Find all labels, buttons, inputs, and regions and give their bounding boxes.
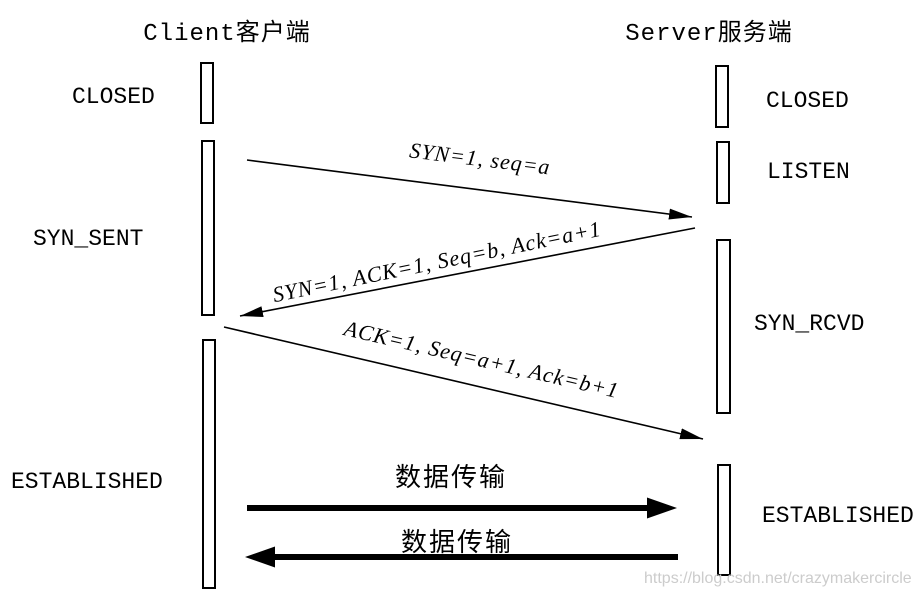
client-state-syn-sent: SYN_SENT xyxy=(33,226,144,252)
client-column-title: Client客户端 xyxy=(143,21,311,48)
data-transfer-right-label: 数据传输 xyxy=(395,462,508,492)
data-transfer-left-arrow xyxy=(245,546,678,568)
client-lifeline-synsent-bar xyxy=(201,140,215,316)
data-transfer-right-arrow xyxy=(247,497,677,519)
client-lifeline-established-bar xyxy=(202,339,216,589)
client-state-established: ESTABLISHED xyxy=(11,469,163,495)
synack-arrow xyxy=(239,227,696,318)
server-lifeline-closed-bar xyxy=(715,65,729,128)
server-lifeline-listen-bar xyxy=(716,141,730,204)
server-state-listen: LISTEN xyxy=(767,159,850,185)
server-lifeline-synrcvd-bar xyxy=(716,239,731,414)
server-state-closed: CLOSED xyxy=(766,88,849,114)
watermark: https://blog.csdn.net/crazymakercircle xyxy=(644,570,912,587)
server-column-title: Server服务端 xyxy=(625,21,793,48)
ack-arrow xyxy=(223,326,704,440)
server-state-established: ESTABLISHED xyxy=(762,503,914,529)
server-state-syn-rcvd: SYN_RCVD xyxy=(754,311,865,337)
server-lifeline-established-bar xyxy=(717,464,731,576)
data-transfer-left-label: 数据传输 xyxy=(401,527,514,557)
client-state-closed: CLOSED xyxy=(72,84,155,110)
syn-arrow xyxy=(246,159,693,220)
client-lifeline-closed-bar xyxy=(200,62,214,124)
